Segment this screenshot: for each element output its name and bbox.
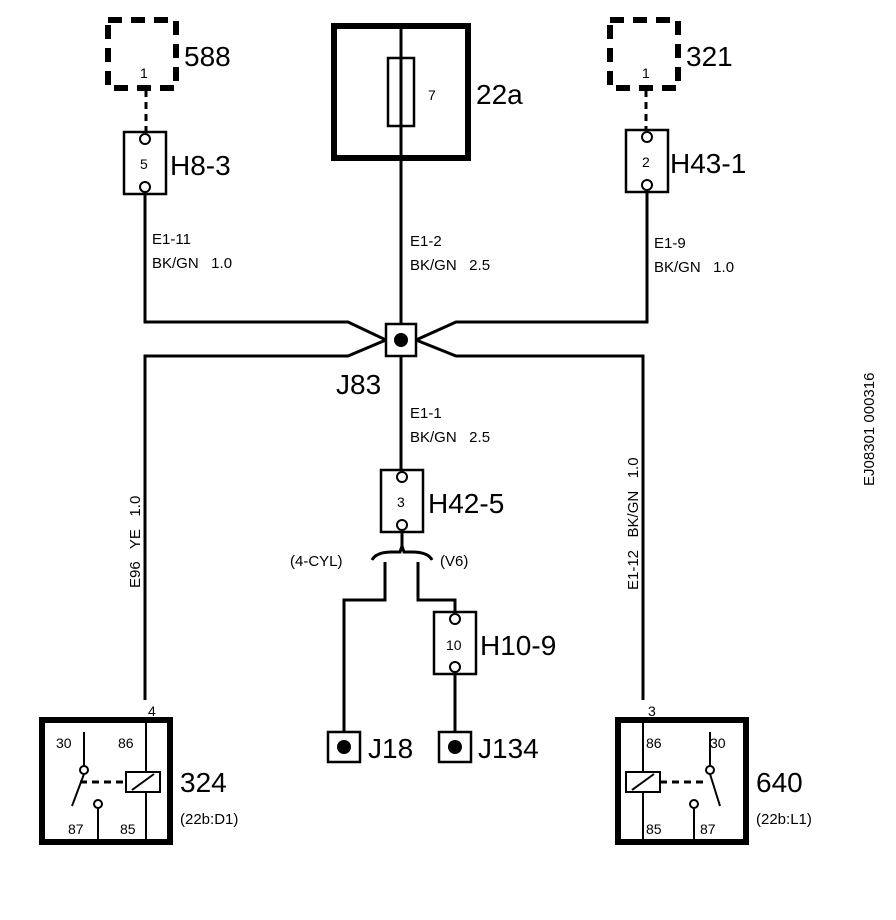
- drawing-code: EJ08301 000316: [861, 373, 878, 486]
- wire-e1-12-spec: E1-12 BK/GN 1.0: [625, 457, 642, 590]
- component-321: 1 321: [607, 17, 733, 130]
- relay-324-pin-30: 30: [56, 735, 72, 751]
- fuse-box-label: 22a: [476, 79, 523, 110]
- wire-e1-11-spec: BK/GN 1.0: [152, 255, 232, 272]
- relay-324-label: 324: [180, 767, 227, 798]
- relay-640: 3 86 30 85 87 640 (22b:L1): [615, 703, 812, 845]
- component-588-pin: 1: [140, 65, 148, 81]
- wire-e1-1-spec: BK/GN 2.5: [410, 429, 490, 446]
- relay-640-pin-87: 87: [700, 821, 716, 837]
- relay-640-location: (22b:L1): [756, 811, 812, 828]
- relay-324: 4 30 86 87 85 324 (22b:D1): [39, 703, 238, 845]
- relay-640-terminal: 3: [648, 703, 656, 719]
- component-588: 1 588: [105, 17, 231, 132]
- ground-j134-label: J134: [478, 733, 539, 764]
- connector-h8-3-label: H8-3: [170, 150, 231, 181]
- relay-640-label: 640: [756, 767, 803, 798]
- connector-h42-5-pin: 3: [397, 494, 405, 510]
- wire-e1-1-id: E1-1: [410, 405, 442, 422]
- relay-640-pin-30: 30: [710, 735, 726, 751]
- component-321-pin: 1: [642, 65, 650, 81]
- wiring-upper: [143, 158, 649, 700]
- fuse-number: 7: [428, 87, 436, 103]
- relay-324-pin-86: 86: [118, 735, 134, 751]
- relay-324-pin-87: 87: [68, 821, 84, 837]
- connector-h43-1-label: H43-1: [670, 148, 746, 179]
- wire-e96-spec: E96 YE 1.0: [127, 496, 144, 588]
- connector-h10-9: 10 H10-9: [432, 610, 556, 676]
- relay-324-pin-85: 85: [120, 821, 136, 837]
- ground-j134: J134: [437, 730, 539, 764]
- wire-e1-11-id: E1-11: [152, 231, 191, 248]
- splice-j83: J83: [336, 322, 418, 400]
- wire-e1-2-id: E1-2: [410, 233, 442, 250]
- wire-e1-9-spec: BK/GN 1.0: [654, 259, 734, 276]
- connector-h42-5-label: H42-5: [428, 488, 504, 519]
- relay-324-location: (22b:D1): [180, 811, 238, 828]
- connector-h42-5: 3 H42-5: [379, 468, 504, 534]
- connector-h43-1: 2 H43-1: [624, 128, 746, 194]
- ground-j18-label: J18: [368, 733, 413, 764]
- variant-v6-label: (V6): [440, 553, 468, 570]
- wire-e1-9-id: E1-9: [654, 235, 686, 252]
- ground-j18: J18: [326, 730, 413, 764]
- variant-split: (4-CYL) (V6): [290, 532, 468, 570]
- relay-640-pin-86: 86: [646, 735, 662, 751]
- relay-640-pin-85: 85: [646, 821, 662, 837]
- wire-e1-2-spec: BK/GN 2.5: [410, 257, 490, 274]
- component-321-label: 321: [686, 41, 733, 72]
- connector-h8-3-pin: 5: [140, 156, 148, 172]
- variant-4cyl-label: (4-CYL): [290, 553, 343, 570]
- wire-labels: E1-11 BK/GN 1.0 E1-2 BK/GN 2.5 E1-9 BK/G…: [127, 231, 734, 590]
- connector-h10-9-pin: 10: [446, 637, 462, 653]
- connector-h8-3: 5 H8-3: [122, 130, 231, 196]
- connector-h10-9-label: H10-9: [480, 630, 556, 661]
- fuse-box-22a: 7 22a: [331, 23, 523, 161]
- splice-j83-label: J83: [336, 369, 381, 400]
- connector-h43-1-pin: 2: [642, 154, 650, 170]
- component-588-label: 588: [184, 41, 231, 72]
- relay-324-terminal: 4: [148, 703, 156, 719]
